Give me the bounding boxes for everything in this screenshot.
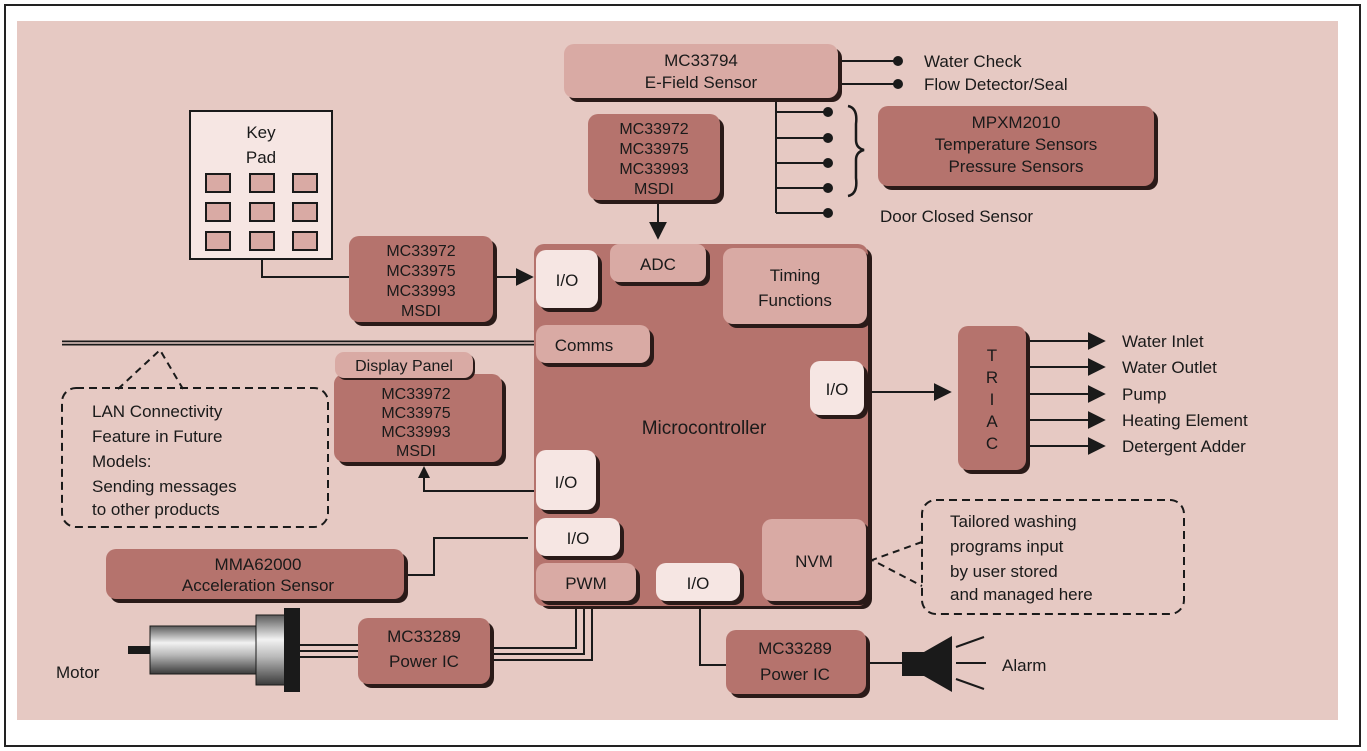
triac-output-water-outlet: Water Outlet [1122,358,1217,377]
power-ic-motor-block: MC33289 Power IC [358,618,494,688]
comms-block: Comms [536,325,654,367]
mpxm-line2: Temperature Sensors [935,135,1098,154]
efield-line2: E-Field Sensor [645,73,758,92]
nvm-note-line1: Tailored washing [950,512,1077,531]
nvm-label: NVM [795,552,833,571]
msdi-display-l2: MC33975 [381,405,450,422]
accel-line1: MMA62000 [215,555,302,574]
io-label: I/O [556,271,579,290]
triac-letter: R [986,368,998,387]
display-panel-label: Display Panel [355,358,453,375]
triac-output-water-inlet: Water Inlet [1122,332,1204,351]
nvm-note-line4: and managed here [950,585,1093,604]
lan-note-line2: Feature in Future [92,427,222,446]
power-alarm-line1: MC33289 [758,639,832,658]
adc-label: ADC [640,255,676,274]
alarm-label: Alarm [1002,656,1046,675]
io-label: I/O [826,380,849,399]
triac-output-detergent-adder: Detergent Adder [1122,437,1246,456]
microcontroller-label: Microcontroller [642,418,767,439]
accel-line2: Acceleration Sensor [182,576,334,595]
lan-note-line3: Models: [92,452,152,471]
msdi-top-l3: MC33993 [619,161,688,178]
keypad: Key Pad [189,110,333,260]
msdi-left-l4: MSDI [401,303,441,320]
lan-note-line5: to other products [92,500,220,519]
msdi-display-l4: MSDI [396,443,436,460]
triac-letter: T [987,346,997,365]
io-port-top-left: I/O [536,250,602,312]
comms-label: Comms [555,336,614,355]
msdi-display-l3: MC33993 [381,424,450,441]
msdi-left-l3: MC33993 [386,283,455,300]
io-port-bottom: I/O [656,563,744,605]
motor-label: Motor [56,663,100,682]
adc-block: ADC [610,244,710,286]
display-panel-block: Display Panel MC33972 MC33975 MC33993 MS… [334,352,506,466]
msdi-left-l1: MC33972 [386,243,455,260]
power-motor-line1: MC33289 [387,627,461,646]
flow-detector-label: Flow Detector/Seal [924,75,1068,94]
mpxm2010-block: MPXM2010 Temperature Sensors Pressure Se… [878,106,1158,190]
msdi-top-l2: MC33975 [619,141,688,158]
water-check-label: Water Check [924,52,1022,71]
pwm-block: PWM [536,563,640,605]
timing-functions-block: Timing Functions [723,248,871,328]
triac-output-heating-element: Heating Element [1122,411,1248,430]
lan-note-line4: Sending messages [92,477,237,496]
io-label: I/O [555,473,578,492]
triac-letter: A [986,412,998,431]
nvm-note-line2: programs input [950,537,1064,556]
triac-output-pump: Pump [1122,385,1166,404]
power-ic-alarm-block: MC33289 Power IC [726,630,870,698]
display-arrowhead [418,466,430,478]
pwm-label: PWM [565,574,607,593]
msdi-left-l2: MC33975 [386,263,455,280]
msdi-top-block: MC33972 MC33975 MC33993 MSDI [588,114,724,204]
efield-sensor-block: MC33794 E-Field Sensor [564,44,842,102]
sensor-brace [847,104,865,198]
junction-dots [823,56,903,218]
power-alarm-line2: Power IC [760,665,830,684]
door-closed-sensor-label: Door Closed Sensor [880,207,1033,226]
keypad-line2: Pad [246,148,276,167]
nvm-note: Tailored washing programs input by user … [921,499,1185,615]
triac-letter: C [986,434,998,453]
io-port-left-middle: I/O [536,450,600,514]
triac-letter: I [990,390,995,409]
alarm-speaker-icon [902,636,952,692]
nvm-block: NVM [762,519,870,605]
io-port-right: I/O [810,361,868,419]
timing-line2: Functions [758,291,832,310]
motor-icon [128,608,300,692]
nvm-note-line3: by user stored [950,562,1058,581]
mpxm-line3: Pressure Sensors [948,157,1083,176]
io-label: I/O [687,574,710,593]
connection-lines [62,60,1106,690]
msdi-top-l1: MC33972 [619,121,688,138]
io-port-left-lower: I/O [536,518,624,560]
msdi-top-l4: MSDI [634,181,674,198]
io-label: I/O [567,529,590,548]
keypad-line1: Key [246,123,276,142]
keypad-keys [205,173,318,251]
mpxm-line1: MPXM2010 [972,113,1061,132]
lan-note-line1: LAN Connectivity [92,402,223,421]
timing-line1: Timing [770,266,820,285]
triac-block: T R I A C [958,326,1030,474]
power-motor-line2: Power IC [389,652,459,671]
lan-connectivity-note: LAN Connectivity Feature in Future Model… [61,387,329,528]
msdi-left-block: MC33972 MC33975 MC33993 MSDI [349,236,497,326]
efield-line1: MC33794 [664,51,738,70]
msdi-display-l1: MC33972 [381,386,450,403]
acceleration-sensor-block: MMA62000 Acceleration Sensor [106,549,408,603]
